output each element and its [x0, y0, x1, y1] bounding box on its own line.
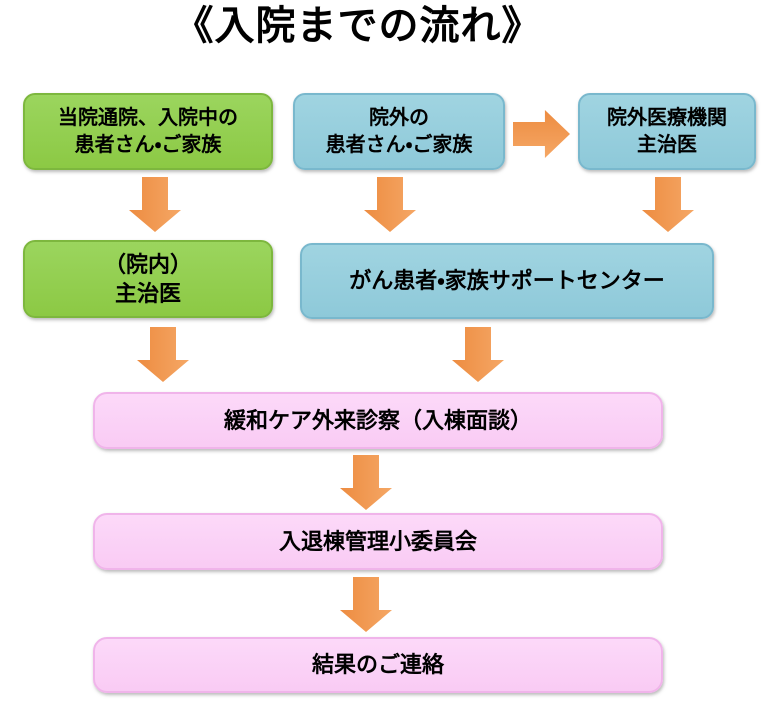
box-support-center-label: がん患者・家族サポートセンター: [349, 268, 665, 294]
box-outside-patients: 院外の 患者さん・ご家族: [293, 93, 505, 170]
box-internal-doctor: （院内） 主治医: [23, 240, 273, 318]
down-arrow-support-to-clinic-icon: [452, 327, 504, 382]
box-outside-doctor: 院外医療機関 主治医: [578, 93, 756, 170]
box-internal-doctor-line2: 主治医: [114, 281, 181, 306]
box-internal-doctor-line1: （院内）: [103, 251, 192, 277]
box-outside-doctor-line1: 院外医療機関: [607, 106, 727, 129]
down-arrow-current-to-internal-icon: [129, 177, 181, 232]
down-arrow-outside-to-support-icon: [364, 177, 416, 232]
box-palliative-clinic-label: 緩和ケア外来診察（入棟面談）: [223, 407, 532, 433]
box-current-patients-line1: 当院通院、入院中の: [58, 106, 238, 129]
box-result: 結果のご連絡: [93, 637, 663, 693]
down-arrow-committee-to-result-icon: [340, 577, 392, 632]
down-arrow-internal-to-clinic-icon: [137, 327, 189, 382]
box-current-patients-line2: 患者さん・ご家族: [74, 133, 222, 156]
box-support-center: がん患者・家族サポートセンター: [300, 243, 714, 319]
box-committee: 入退棟管理小委員会: [93, 513, 663, 570]
box-outside-doctor-line2: 主治医: [637, 133, 697, 156]
box-outside-patients-line2: 患者さん・ご家族: [325, 133, 473, 156]
box-result-label: 結果のご連絡: [311, 652, 444, 678]
right-arrow-icon: [513, 110, 570, 158]
box-palliative-clinic: 緩和ケア外来診察（入棟面談）: [93, 392, 663, 449]
down-arrow-doctor-to-support-icon: [642, 177, 694, 232]
page-title: 《入院までの流れ》: [173, 4, 543, 48]
down-arrow-clinic-to-committee-icon: [340, 455, 392, 510]
box-committee-label: 入退棟管理小委員会: [278, 528, 477, 554]
box-outside-patients-line1: 院外の: [369, 106, 429, 129]
box-current-patients: 当院通院、入院中の 患者さん・ご家族: [23, 93, 273, 170]
